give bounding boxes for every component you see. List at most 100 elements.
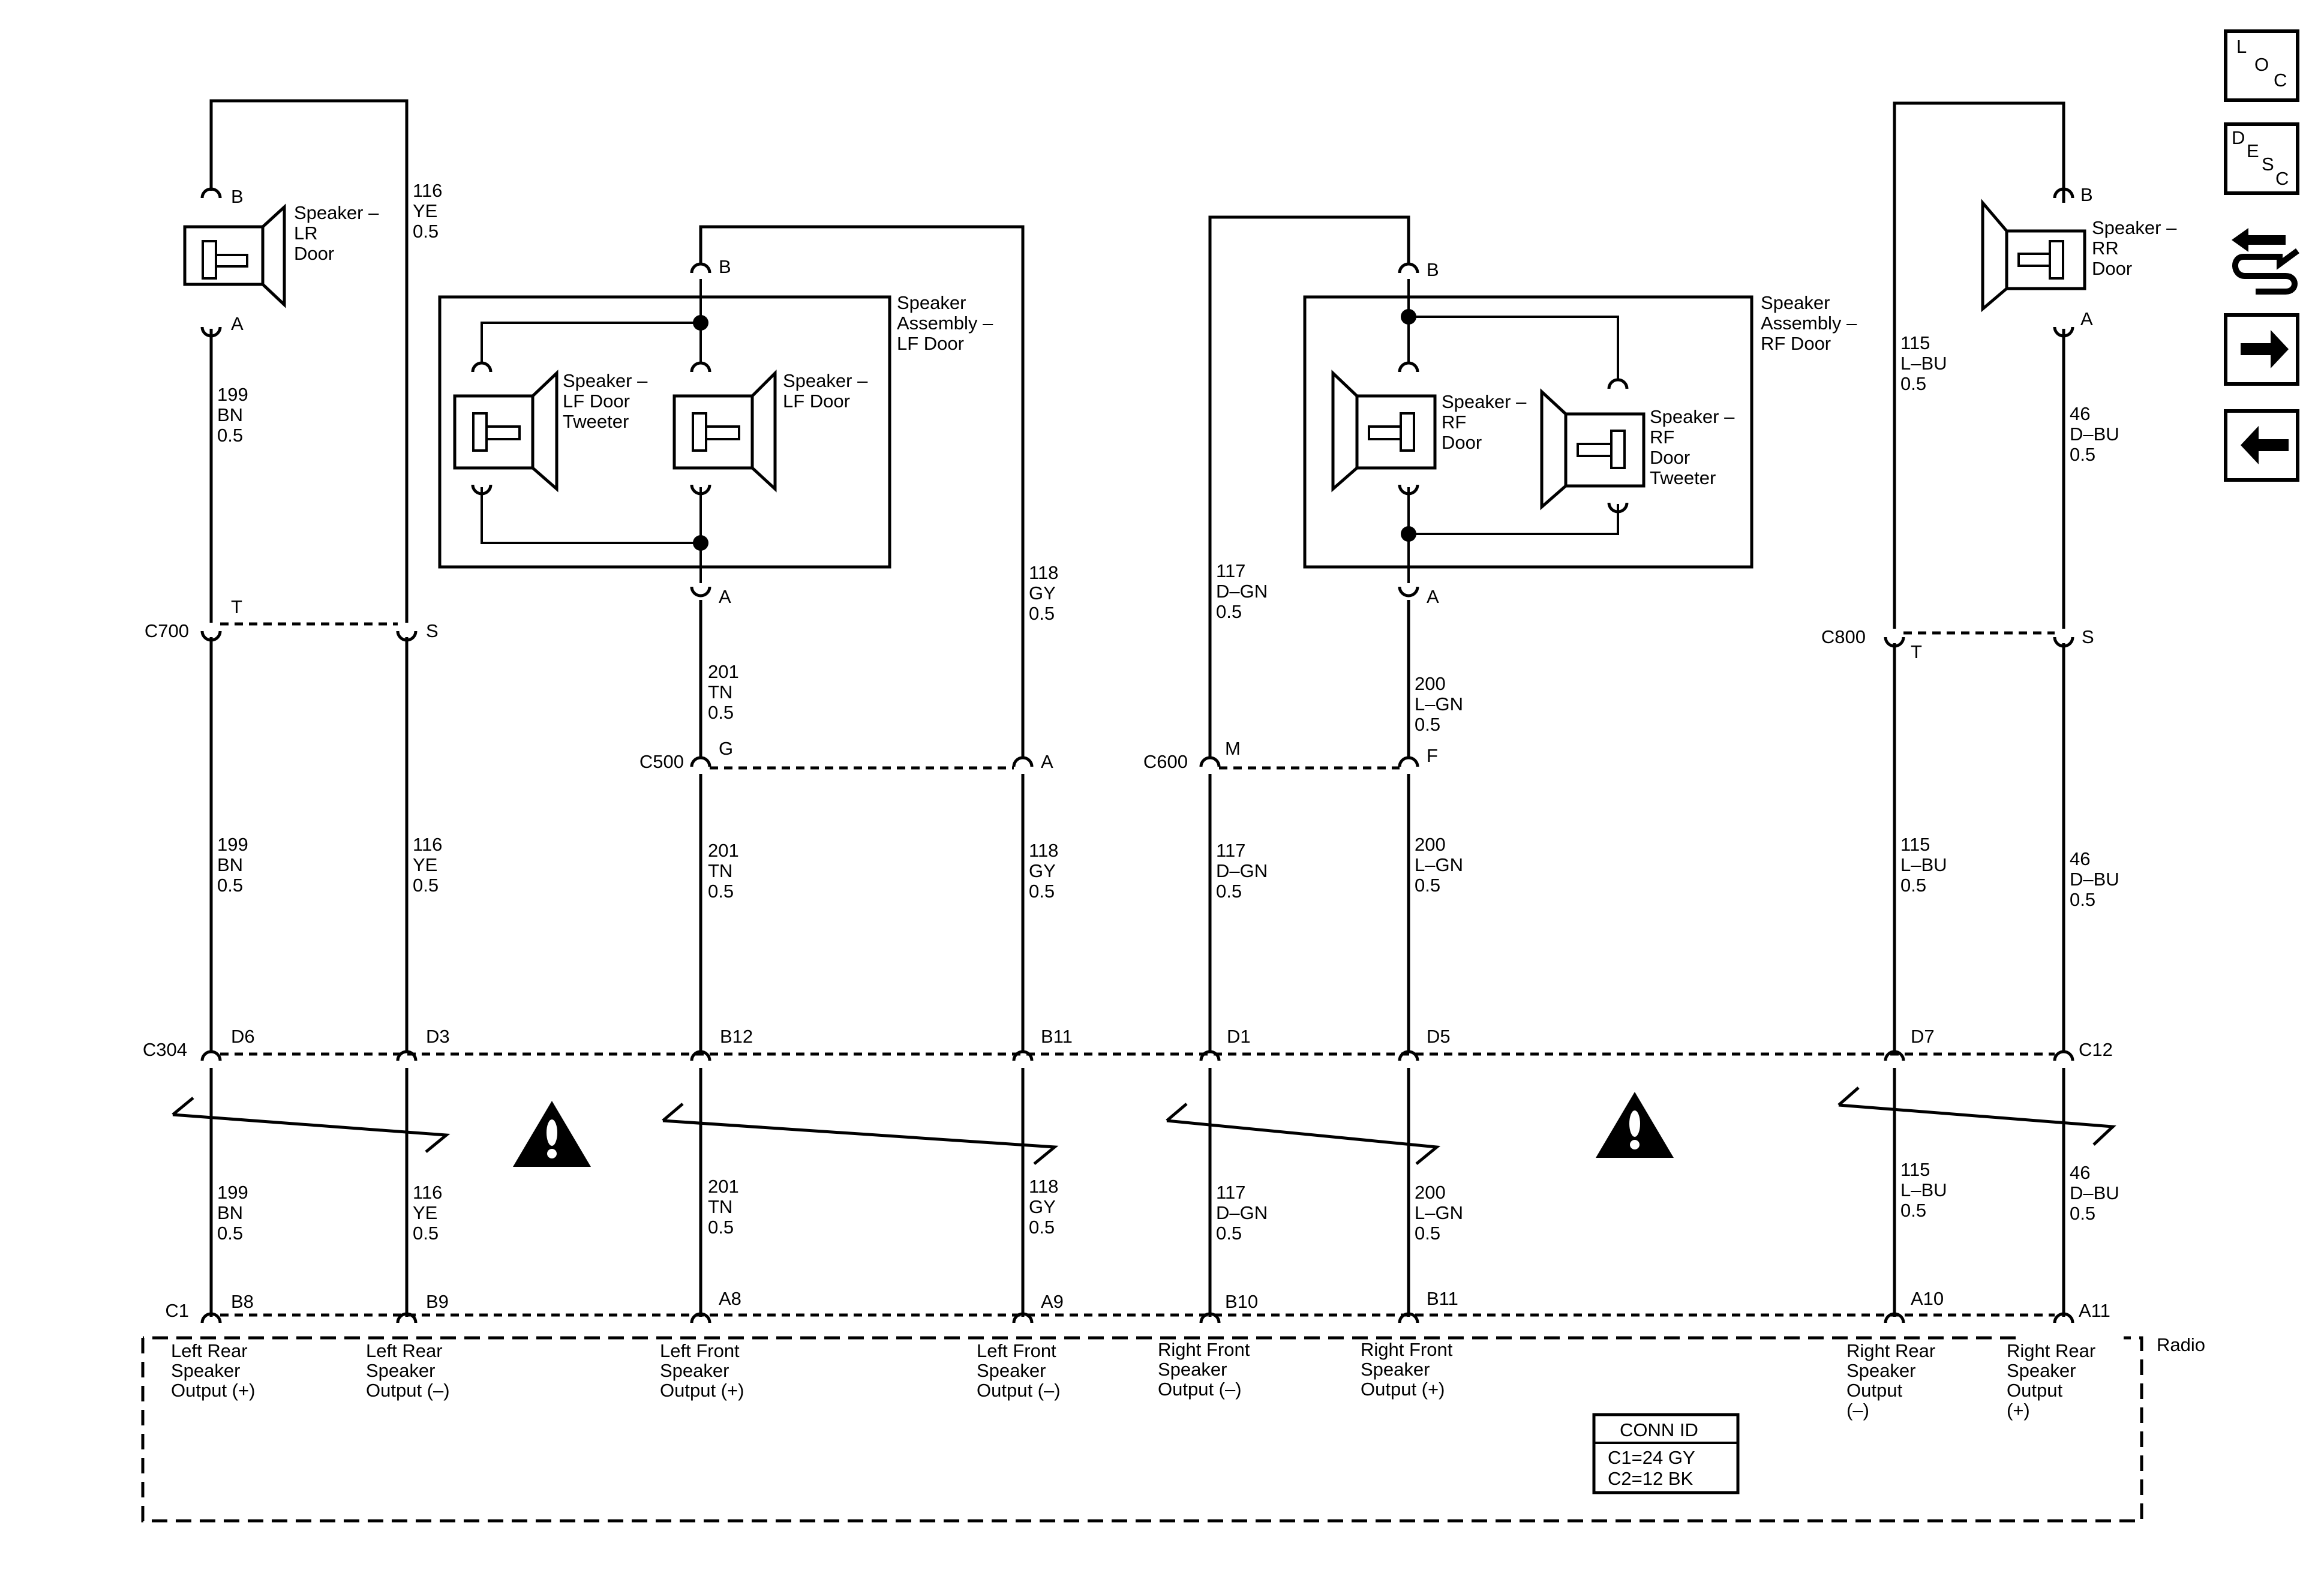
wire-label: 0.5 — [2070, 889, 2095, 910]
wire-label: 0.5 — [1029, 603, 1055, 624]
wire-label: 0.5 — [708, 1217, 734, 1238]
wire-label: 0.5 — [217, 1223, 243, 1244]
lf-assembly-internal — [438, 279, 891, 583]
wire-label: YE — [413, 1202, 437, 1223]
wire-label: TN — [708, 682, 732, 703]
wire-label: BN — [217, 1202, 243, 1223]
radio-output-label: Speaker — [1846, 1360, 1915, 1381]
wire-label: 118 — [1029, 840, 1058, 861]
wire-label: 118 — [1029, 562, 1058, 583]
pin-label: B — [719, 256, 731, 277]
radio-output-label: Left Rear — [366, 1340, 443, 1361]
wire-label: 200 — [1415, 1182, 1446, 1203]
desc-s: S — [2262, 154, 2274, 175]
component-label: Tweeter — [563, 411, 629, 432]
radio-output-label: Output — [2007, 1380, 2062, 1401]
component-label: Door — [294, 243, 334, 264]
lf-speaker-assembly-box — [438, 295, 891, 569]
break-lines — [172, 1086, 2116, 1165]
pin-label: B — [1427, 259, 1439, 280]
pin-label: D1 — [1227, 1026, 1251, 1047]
wire-label: 0.5 — [1900, 1200, 1926, 1221]
wire-label: L–BU — [1900, 1179, 1947, 1200]
conn-id-title: CONN ID — [1620, 1419, 1698, 1440]
pin-label: D5 — [1427, 1026, 1451, 1047]
wire-200-rf — [1208, 600, 1410, 1317]
radio-output-label: Output (+) — [1361, 1379, 1445, 1400]
radio-output-label: Left Front — [660, 1340, 740, 1361]
loc-o: O — [2254, 54, 2269, 75]
pin-label: A — [1427, 586, 1439, 607]
pin-label: B — [231, 186, 244, 207]
speaker-lr — [183, 203, 286, 308]
wire-label: 116 — [413, 834, 442, 855]
wire-label: 0.5 — [217, 425, 243, 446]
connector-swap-icon[interactable] — [2232, 228, 2299, 295]
wire-label: 0.5 — [1216, 601, 1242, 622]
component-label: Radio — [2157, 1334, 2205, 1355]
wire-label: 0.5 — [413, 1223, 439, 1244]
connector-label: C600 — [1143, 751, 1188, 772]
wire-label: 0.5 — [1029, 881, 1055, 902]
wire-label: 0.5 — [217, 875, 243, 896]
wire-label: 201 — [708, 1176, 739, 1197]
loc-button[interactable]: L O C — [2224, 29, 2299, 102]
wire-label: 0.5 — [1415, 1223, 1440, 1244]
speaker-rf-door — [1331, 370, 1437, 493]
component-label: RR — [2092, 238, 2119, 259]
wire-label: 117 — [1216, 1182, 1245, 1203]
wire-rr-loop — [1893, 101, 2065, 629]
pin-label: A8 — [719, 1288, 741, 1309]
rf-speaker-assembly-box — [1303, 295, 1753, 569]
pin-label: D3 — [426, 1026, 450, 1047]
pin-label: B9 — [426, 1291, 449, 1312]
pin-label: A11 — [2079, 1300, 2110, 1321]
wire-label: L–BU — [1900, 353, 1947, 374]
radio-output-label: Output (–) — [1158, 1379, 1242, 1400]
wire-label: YE — [413, 854, 437, 875]
warning-icon — [513, 1101, 591, 1167]
radio-output-label: Output (+) — [171, 1380, 255, 1401]
connector-label: C1 — [165, 1300, 189, 1321]
pin-label: A — [719, 586, 731, 607]
wire-201-lf — [699, 600, 1025, 1317]
wire-label: 46 — [2070, 1162, 2090, 1183]
wire-label: 116 — [413, 1182, 442, 1203]
radio-output-label: Right Rear — [1846, 1340, 1935, 1361]
radio-output-label: Right Rear — [2007, 1340, 2095, 1361]
wire-lr-lower — [209, 637, 409, 1317]
component-label: LR — [294, 223, 318, 244]
wire-label: 0.5 — [1415, 875, 1440, 896]
wire-label: 115 — [1900, 332, 1930, 353]
pin-label: F — [1427, 745, 1438, 766]
wire-label: 0.5 — [708, 881, 734, 902]
pin-label: D7 — [1911, 1026, 1935, 1047]
connector-label: C500 — [639, 751, 684, 772]
pin-label: A — [1041, 751, 1053, 772]
component-label: Speaker – — [1650, 406, 1735, 427]
wire-label: 201 — [708, 661, 739, 682]
wire-label: GY — [1029, 1196, 1056, 1217]
wire-label: D–BU — [2070, 869, 2119, 890]
radio-output-label: Speaker — [977, 1360, 1046, 1381]
wire-label: L–BU — [1900, 854, 1947, 875]
desc-button[interactable]: D E S C — [2224, 122, 2299, 195]
pin-label: G — [719, 738, 733, 759]
component-label: Speaker — [897, 292, 966, 313]
wire-label: 0.5 — [1900, 373, 1926, 394]
component-label: RF — [1442, 412, 1466, 433]
wire-label: 0.5 — [708, 702, 734, 723]
arrow-left-icon[interactable] — [2224, 409, 2299, 482]
wires — [209, 99, 2065, 1317]
loc-c: C — [2274, 70, 2287, 91]
wire-label: 117 — [1216, 560, 1245, 581]
wire-label: 199 — [217, 834, 248, 855]
wire-label: L–GN — [1415, 694, 1463, 715]
radio-output-label: Left Rear — [171, 1340, 248, 1361]
component-label: RF — [1650, 427, 1674, 448]
component-label: Speaker — [1761, 292, 1830, 313]
pin-label: B11 — [1041, 1026, 1073, 1047]
arrow-right-icon[interactable] — [2224, 313, 2299, 386]
wire-label: L–GN — [1415, 854, 1463, 875]
desc-c: C — [2275, 168, 2289, 189]
